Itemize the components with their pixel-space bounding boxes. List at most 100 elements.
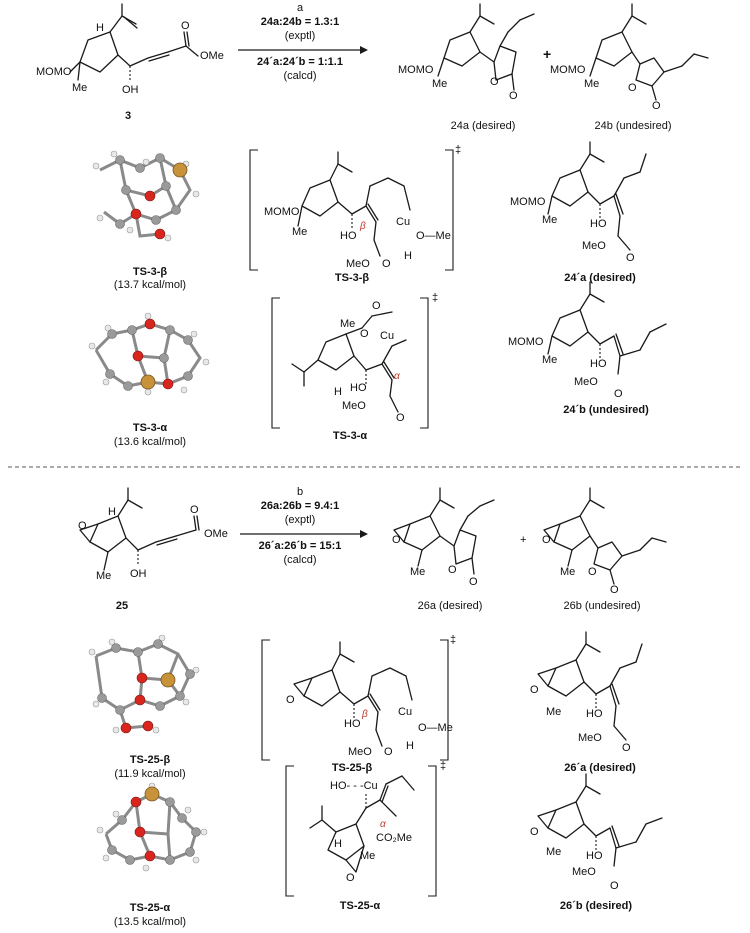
atom-meo-ts3a: MeO [342,400,366,412]
atom-o-mom-ts3a: O [372,300,381,312]
product-label-24a: 24a (desired) [450,120,516,132]
atom-me-24pb: Me [542,354,558,366]
atom-momo-24b: MOMO [550,64,586,76]
intermediate-label-24pa: 24´a (desired) [564,272,636,284]
atom-me-26pb: Me [546,846,562,858]
atom-meo-ts3b: MeO [346,258,370,270]
alpha-marker-ts3: α [394,371,400,382]
atom-ho-24pa: HO [590,218,607,230]
dagger-ts25a: ‡ [440,760,447,772]
product-24a-structure [437,3,535,91]
atom-ho-ts3a: HO [350,382,367,394]
ts-25-alpha-bracket-left [285,765,294,897]
atom-o-epox-ts25a: O [346,872,355,884]
atom-me-ts3a: Me [340,318,356,330]
exptl-label-top: (exptl) [284,30,316,42]
atom-meo-24pa: MeO [582,240,606,252]
atom-cu-ts3b: Cu [396,216,411,228]
atom-o-ts3b: O [382,258,391,270]
atom-ome-25: OMe [204,528,228,540]
ts-3-alpha-bracket-right [420,297,429,429]
atom-o-26pb: O [610,880,619,892]
atom-o-25: O [190,504,199,516]
ts-3-beta-energy: (13.7 kcal/mol) [113,279,187,291]
product-24b-structure [589,3,709,101]
calcd-label-bottom: (calcd) [283,554,317,566]
atom-me: Me [72,82,88,94]
atom-ome-ts3b: O—Me [416,230,451,242]
product-label-24b: 24b (undesired) [594,120,672,132]
dagger-ts3b: ‡ [455,144,462,156]
ts-25-alpha-structure [309,775,415,873]
atom-o-epox-26b: O [542,534,551,546]
product-label-26b: 26b (undesired) [563,600,641,612]
compound-3-structure [69,3,199,82]
atom-ho-26pb: HO [586,850,603,862]
ratio-exptl-bottom: 26a:26b = 9.4:1 [260,500,340,512]
atom-momo: MOMO [36,66,72,78]
atom-ho-24pb: HO [590,358,607,370]
beta-marker-ts25: β [362,709,368,720]
ts-3-alpha-name: TS-3-α [132,422,168,434]
atom-o-24pa: O [626,252,635,264]
ts-25-alpha-3d-model [96,782,208,872]
atom-cu-ts25b: Cu [398,706,413,718]
atom-oh: OH [122,84,139,96]
atom-o2-ts3a: O [396,412,405,424]
atom-o2-24a: O [509,90,518,102]
ts-3-beta-label-left: TS-3-β [133,266,167,279]
atom-momo-ts3b: MOMO [264,206,300,218]
ts-3-alpha-bracket-left [271,297,280,429]
intermediate-26pa-structure [537,631,643,741]
product-26b-structure [543,487,667,585]
intermediate-label-26pb: 26´b (desired) [559,900,633,912]
intermediate-label-24pb: 24´b (undesired) [563,404,649,416]
plus-sign-top: + [543,46,552,62]
plus-sign-bottom: + [520,534,527,546]
atom-momo-24pa: MOMO [510,196,546,208]
calcd-label-top: (calcd) [283,70,317,82]
product-26a-structure [393,487,495,575]
ts-25-beta-energy: (11.9 kcal/mol) [114,768,186,780]
ts-3-beta-3d-model [92,150,200,242]
ts-3-alpha-energy: (13.6 kcal/mol) [113,436,187,448]
ts-25-alpha-energy: (13.5 kcal/mol) [113,916,187,928]
atom-o-24a: O [490,76,499,88]
ts-3-beta-structure [297,151,411,257]
step-label-b: b [296,486,304,498]
atom-o-epox-26pa: O [530,684,539,696]
ts-3-beta-bracket-right [445,149,454,271]
atom-o-epox-25: O [78,520,87,532]
ts-25-beta-structure [293,641,413,747]
compound-label-3: 3 [124,110,132,122]
atom-o: O [181,20,190,32]
atom-me-26a: Me [410,566,426,578]
atom-h-ts25a: H [334,838,342,850]
atom-ome: OMe [200,50,224,62]
ts-25-alpha-name: TS-25-α [129,902,171,914]
atom-h-ts3a: H [334,386,342,398]
atom-o-ts25b: O [384,746,393,758]
ts-3-alpha-label-center: TS-3-α [332,430,368,442]
atom-o2-26b: O [610,584,619,596]
atom-me-ts3b: Me [292,226,308,238]
atom-me-24a: Me [432,78,448,90]
intermediate-26pb-structure [537,773,663,867]
product-label-26a: 26a (desired) [417,600,483,612]
atom-meo-26pa: MeO [578,732,602,744]
atom-co2me-ts25a: CO₂Me [376,832,413,844]
atom-o-epox-26a: O [392,534,401,546]
ts-25-beta-bracket-right [440,639,449,761]
atom-momo-24pb: MOMO [508,336,544,348]
atom-o-26a: O [448,564,457,576]
beta-marker-ts3: β [360,221,366,232]
atom-momo-24a: MOMO [398,64,434,76]
atom-o-26pa: O [622,742,631,754]
atom-h-ts3b: H [404,250,412,262]
atom-ho-cu-ts25a: HO- - -Cu [330,780,378,792]
dagger-ts3a: ‡ [432,292,439,304]
atom-cu-ts3a: Cu [380,330,395,342]
atom-me-26pa: Me [546,706,562,718]
atom-ho-ts25b: HO [344,718,361,730]
